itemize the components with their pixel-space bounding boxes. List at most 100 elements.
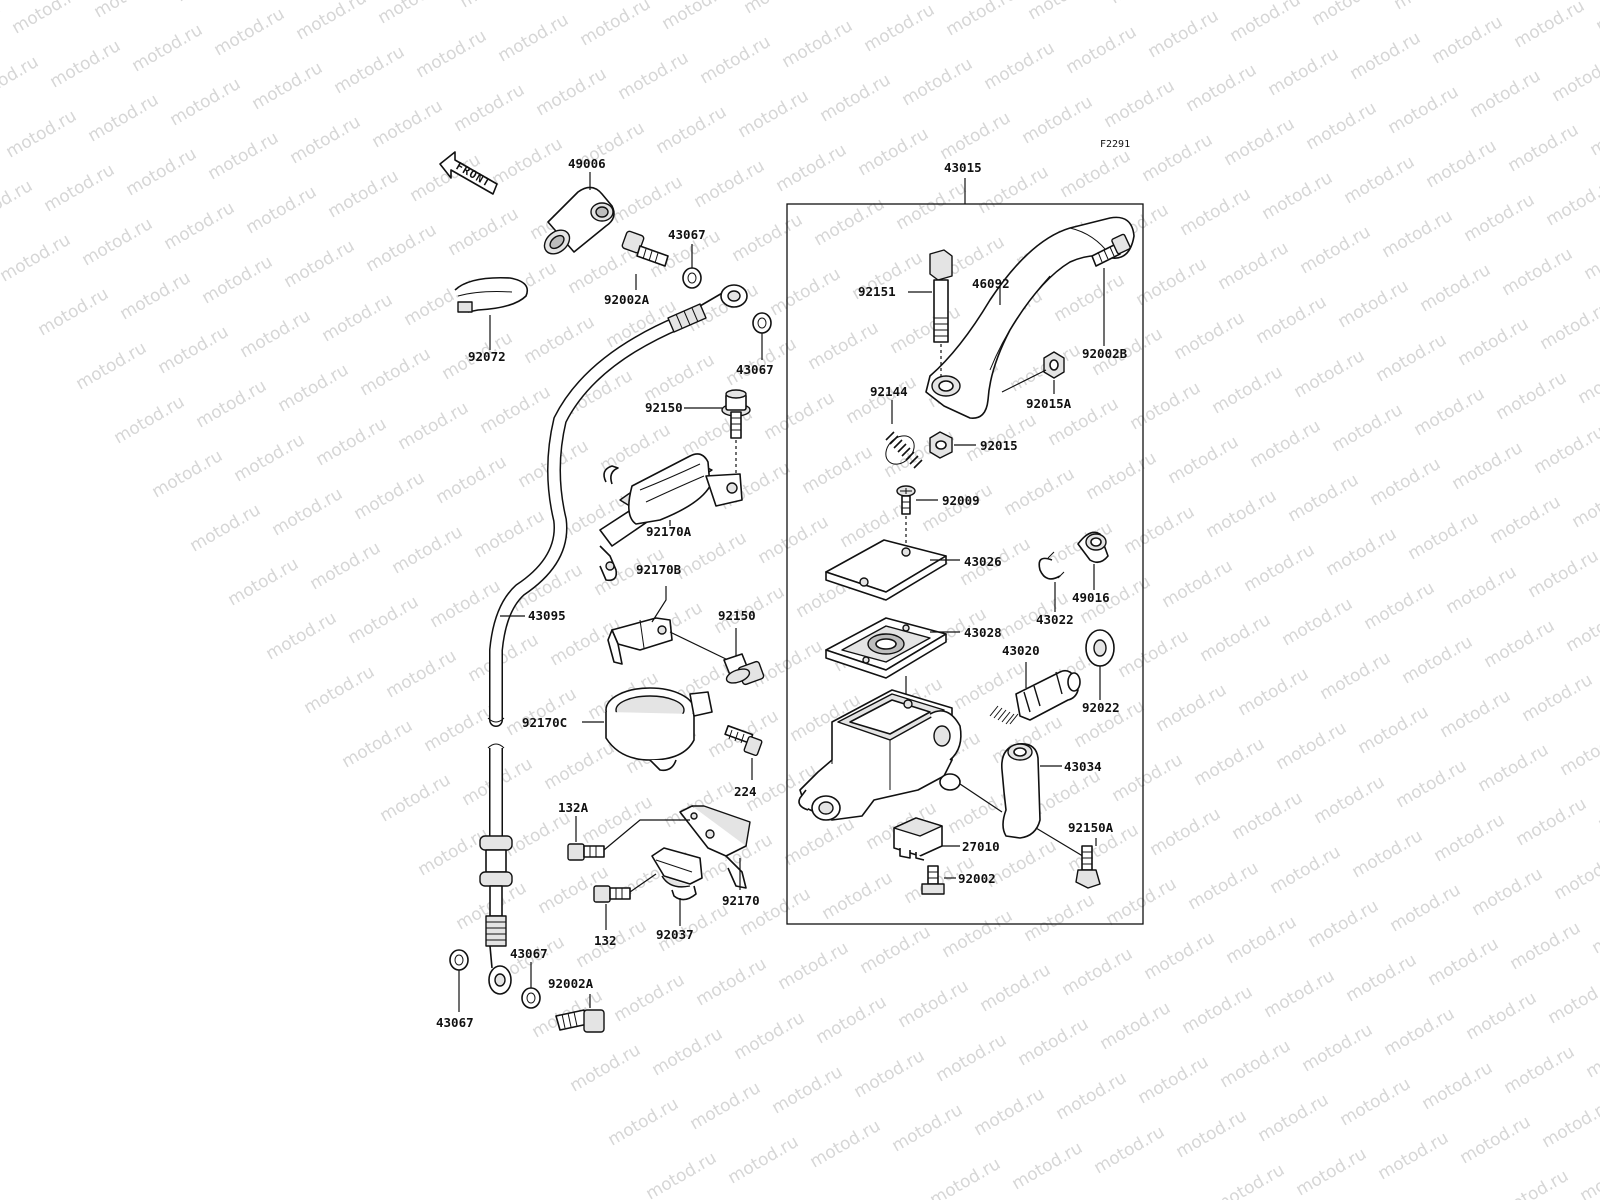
watermark-text: motod.ru bbox=[1127, 378, 1205, 434]
label-49016: 49016 bbox=[1072, 590, 1110, 605]
label-49006: 49006 bbox=[568, 156, 606, 171]
watermark-text: motod.ru bbox=[193, 376, 271, 432]
watermark-text: motod.ru bbox=[1431, 810, 1509, 866]
watermark-text: motod.ru bbox=[937, 108, 1015, 164]
label-92150-b: 92150 bbox=[718, 608, 756, 623]
watermark-text: motod.ru bbox=[451, 80, 529, 136]
watermark-text: motod.ru bbox=[1481, 616, 1559, 672]
watermark-text: motod.ru bbox=[761, 388, 839, 444]
watermark-text: motod.ru bbox=[819, 868, 897, 924]
watermark-text: motod.ru bbox=[293, 0, 371, 44]
watermark-text: motod.ru bbox=[729, 210, 807, 266]
watermark-text: motod.ru bbox=[975, 162, 1053, 218]
watermark-text: motod.ru bbox=[1097, 998, 1175, 1054]
tee-fitting bbox=[543, 186, 615, 255]
watermark-text: motod.ru bbox=[1293, 1144, 1371, 1200]
label-46092: 46092 bbox=[972, 276, 1010, 291]
watermark-text: motod.ru bbox=[1525, 546, 1600, 602]
watermark-text: motod.ru bbox=[1349, 826, 1427, 882]
watermark-text: motod.ru bbox=[173, 0, 251, 6]
watermark-text: motod.ru bbox=[1513, 794, 1591, 850]
watermark-text: motod.ru bbox=[951, 658, 1029, 714]
label-92144: 92144 bbox=[870, 384, 908, 399]
pivot-bolt bbox=[929, 249, 953, 343]
reservoir-cap bbox=[825, 539, 947, 601]
watermark-text: motod.ru bbox=[1101, 76, 1179, 132]
watermark-text: motod.ru bbox=[1551, 848, 1600, 904]
watermark-text: motod.ru bbox=[325, 166, 403, 222]
switch-screw bbox=[921, 865, 945, 895]
watermark-text: motod.ru bbox=[1495, 1166, 1573, 1200]
watermark-text: motod.ru bbox=[211, 4, 289, 60]
watermark-text: motod.ru bbox=[1569, 476, 1600, 532]
watermark-text: motod.ru bbox=[893, 178, 971, 234]
watermark-text: motod.ru bbox=[1063, 22, 1141, 78]
watermark-text: motod.ru bbox=[269, 484, 347, 540]
watermark-text: motod.ru bbox=[1399, 632, 1477, 688]
bracket-92170 bbox=[679, 805, 751, 889]
watermark-text: motod.ru bbox=[1391, 0, 1469, 14]
watermark-text: motod.ru bbox=[1379, 206, 1457, 262]
watermark-text: motod.ru bbox=[129, 20, 207, 76]
washer-a bbox=[682, 267, 702, 289]
watermark-text: motod.ru bbox=[471, 506, 549, 562]
watermark-text: motod.ru bbox=[161, 198, 239, 254]
watermark-text: motod.ru bbox=[231, 430, 309, 486]
clamp-holder bbox=[1001, 742, 1041, 839]
watermark-text: motod.ru bbox=[1121, 502, 1199, 558]
watermark-text: motod.ru bbox=[933, 1030, 1011, 1086]
watermark-text: motod.ru bbox=[445, 204, 523, 260]
watermark-text: motod.ru bbox=[301, 662, 379, 718]
watermark-text: motod.ru bbox=[1531, 422, 1600, 478]
brake-light-switch bbox=[893, 817, 943, 861]
label-43067-a: 43067 bbox=[668, 227, 706, 242]
watermark-text: motod.ru bbox=[1423, 136, 1501, 192]
watermark-text: motod.ru bbox=[345, 592, 423, 648]
watermark-text: motod.ru bbox=[1057, 146, 1135, 202]
watermark-text: motod.ru bbox=[1355, 702, 1433, 758]
watermark-text: motod.ru bbox=[91, 0, 169, 22]
label-27010: 27010 bbox=[962, 839, 1000, 854]
watermark-text: motod.ru bbox=[1209, 362, 1287, 418]
watermark-text: motod.ru bbox=[1341, 152, 1419, 208]
watermark-text: motod.ru bbox=[1583, 1026, 1600, 1082]
watermark-text: motod.ru bbox=[1221, 114, 1299, 170]
watermark-text: motod.ru bbox=[3, 106, 81, 162]
watermark-text: motod.ru bbox=[1177, 184, 1255, 240]
watermark-text: motod.ru bbox=[1203, 486, 1281, 542]
watermark-text: motod.ru bbox=[1593, 0, 1600, 36]
watermark-text: motod.ru bbox=[731, 1008, 809, 1064]
watermark-text: motod.ru bbox=[281, 236, 359, 292]
watermark-text: motod.ru bbox=[577, 0, 655, 50]
watermark-text: motod.ru bbox=[1135, 1052, 1213, 1108]
watermark-text: motod.ru bbox=[889, 1100, 967, 1156]
watermark-text: motod.ru bbox=[1311, 772, 1389, 828]
watermark-text: motod.ru bbox=[1455, 314, 1533, 370]
hose-bracket-b bbox=[607, 617, 673, 665]
watermark-text: motod.ru bbox=[1337, 1074, 1415, 1130]
watermark-text: motod.ru bbox=[1367, 454, 1445, 510]
watermark-text: motod.ru bbox=[567, 1040, 645, 1096]
return-spring bbox=[885, 431, 923, 469]
watermark-text: motod.ru bbox=[939, 906, 1017, 962]
watermark-text: motod.ru bbox=[1443, 562, 1521, 618]
watermark-text: motod.ru bbox=[1285, 470, 1363, 526]
label-92015A: 92015A bbox=[1026, 396, 1072, 411]
watermark-text: motod.ru bbox=[1329, 400, 1407, 456]
watermark-text: motod.ru bbox=[823, 0, 901, 2]
watermark-text: motod.ru bbox=[457, 0, 535, 12]
piston-assembly bbox=[989, 669, 1081, 725]
watermark-text: motod.ru bbox=[609, 172, 687, 228]
watermark-text: motod.ru bbox=[123, 144, 201, 200]
bolt-224 bbox=[724, 724, 763, 757]
watermark-text: motod.ru bbox=[767, 264, 845, 320]
dust-boot bbox=[1077, 531, 1109, 564]
watermark-text: motod.ru bbox=[1145, 6, 1223, 62]
flange-bolt-a bbox=[721, 389, 751, 439]
label-92002A-bottom: 92002A bbox=[548, 976, 594, 991]
watermark-text: motod.ru bbox=[1461, 190, 1539, 246]
cable-tie bbox=[454, 276, 529, 313]
bolt-132A bbox=[567, 843, 605, 861]
watermark-text: motod.ru bbox=[79, 214, 157, 270]
